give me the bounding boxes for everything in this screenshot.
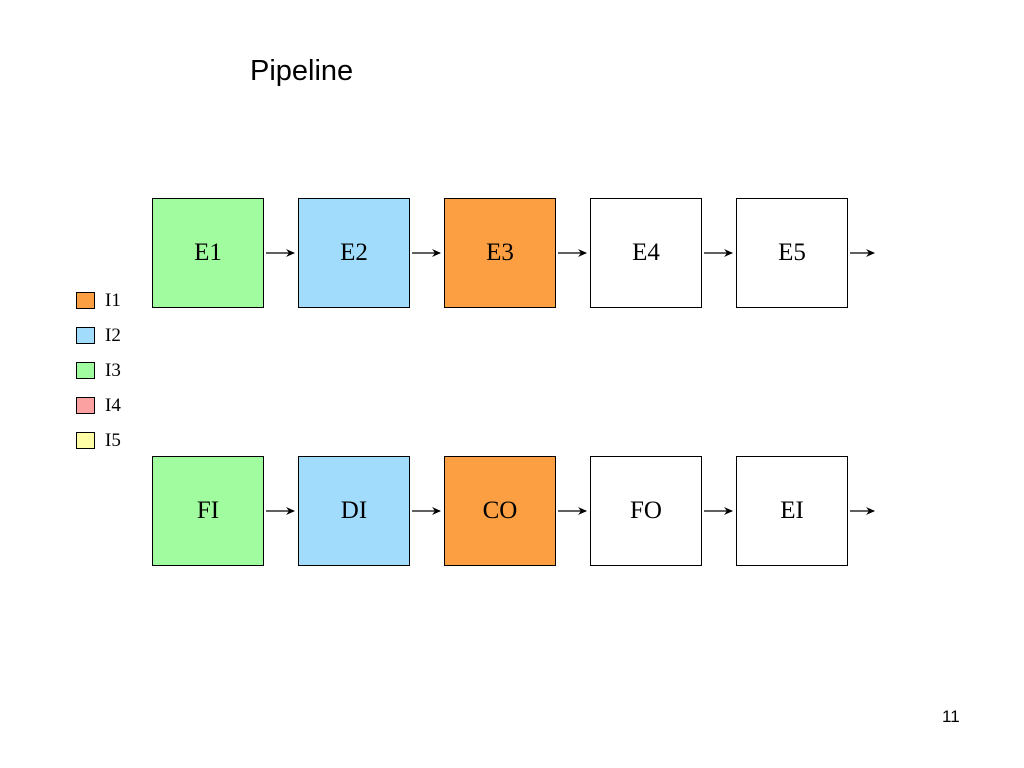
arrow-icon — [556, 456, 590, 566]
legend-label: I2 — [105, 325, 121, 346]
pipeline-row-bottom: FI DI CO FO EI — [152, 456, 880, 566]
arrow-icon — [264, 456, 298, 566]
arrow-icon — [264, 198, 298, 308]
arrow-icon — [848, 456, 880, 566]
arrow-icon — [702, 198, 736, 308]
legend-item: I1 — [76, 283, 121, 318]
page-number: 11 — [942, 707, 960, 726]
legend-item: I2 — [76, 318, 121, 353]
arrow-icon — [410, 198, 444, 308]
pipeline-row-top: E1 E2 E3 E4 E5 — [152, 198, 880, 308]
stage-box: CO — [444, 456, 556, 566]
stage-box: FI — [152, 456, 264, 566]
legend-item: I3 — [76, 353, 121, 388]
legend-swatch — [76, 397, 95, 414]
stage-box: DI — [298, 456, 410, 566]
stage-box: EI — [736, 456, 848, 566]
slide-title: Pipeline — [250, 55, 354, 87]
legend-label: I5 — [105, 430, 121, 451]
stage-box: E5 — [736, 198, 848, 308]
legend-label: I1 — [105, 290, 121, 311]
arrow-icon — [410, 456, 444, 566]
stage-box: E2 — [298, 198, 410, 308]
arrow-icon — [702, 456, 736, 566]
stage-box: E4 — [590, 198, 702, 308]
legend-label: I3 — [105, 360, 121, 381]
stage-box: E3 — [444, 198, 556, 308]
legend-item: I4 — [76, 388, 121, 423]
legend-item: I5 — [76, 423, 121, 458]
legend-label: I4 — [105, 395, 121, 416]
stage-box: FO — [590, 456, 702, 566]
instruction-legend: I1 I2 I3 I4 I5 — [76, 283, 121, 458]
legend-swatch — [76, 432, 95, 449]
arrow-icon — [848, 198, 880, 308]
legend-swatch — [76, 327, 95, 344]
stage-box: E1 — [152, 198, 264, 308]
legend-swatch — [76, 362, 95, 379]
legend-swatch — [76, 292, 95, 309]
arrow-icon — [556, 198, 590, 308]
